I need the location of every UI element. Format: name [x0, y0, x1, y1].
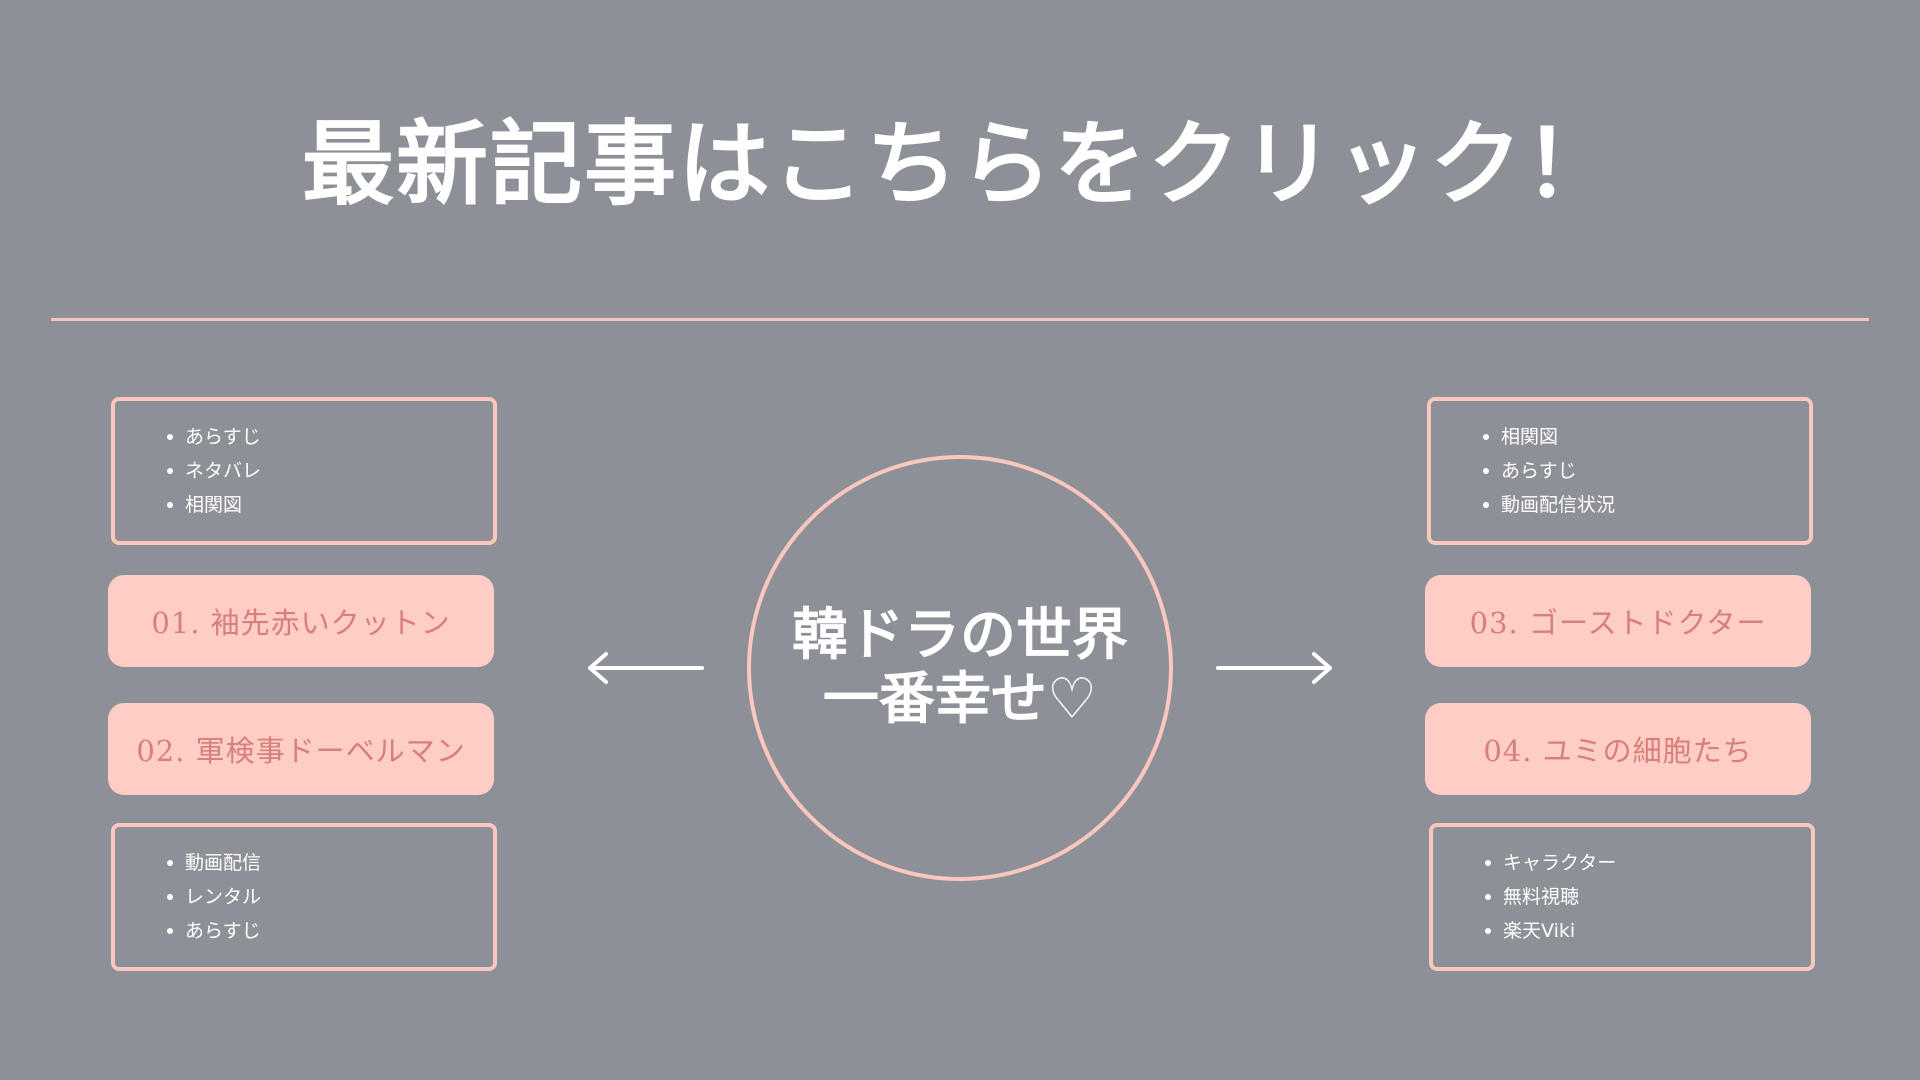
- article-04-button[interactable]: 04. ユミの細胞たち: [1425, 703, 1811, 795]
- arrow-left-icon: [588, 652, 704, 684]
- right-bottom-topics-list: キャラクター 無料視聴 楽天Viki: [1433, 827, 1811, 948]
- right-bottom-topics-box: キャラクター 無料視聴 楽天Viki: [1429, 823, 1815, 971]
- right-top-topics-list: 相関図 あらすじ 動画配信状況: [1431, 401, 1809, 522]
- right-top-topic-3: 動画配信状況: [1483, 488, 1809, 522]
- left-bottom-topic-1: 動画配信: [167, 846, 493, 880]
- right-bottom-topic-2: 無料視聴: [1485, 880, 1811, 914]
- article-01-button[interactable]: 01. 袖先赤いクットン: [108, 575, 494, 667]
- article-02-button[interactable]: 02. 軍検事ドーベルマン: [108, 703, 494, 795]
- center-title-line2: 一番幸せ♡: [822, 667, 1098, 732]
- right-bottom-topic-1: キャラクター: [1485, 846, 1811, 880]
- left-bottom-topics-box: 動画配信 レンタル あらすじ: [111, 823, 497, 971]
- left-top-topic-2: ネタバレ: [167, 454, 493, 488]
- left-bottom-topic-2: レンタル: [167, 880, 493, 914]
- left-top-topics-box: あらすじ ネタバレ 相関図: [111, 397, 497, 545]
- right-top-topic-2: あらすじ: [1483, 454, 1809, 488]
- right-top-topic-1: 相関図: [1483, 420, 1809, 454]
- divider-line: [51, 318, 1869, 321]
- right-bottom-topic-3: 楽天Viki: [1485, 914, 1811, 948]
- left-top-topics-list: あらすじ ネタバレ 相関図: [115, 401, 493, 522]
- headline: 最新記事はこちらをクリック！: [301, 111, 1618, 218]
- left-top-topic-3: 相関図: [167, 488, 493, 522]
- right-top-topics-box: 相関図 あらすじ 動画配信状況: [1427, 397, 1813, 545]
- left-top-topic-1: あらすじ: [167, 420, 493, 454]
- left-bottom-topic-3: あらすじ: [167, 914, 493, 948]
- center-title-line1: 韓ドラの世界: [792, 603, 1128, 668]
- article-03-button[interactable]: 03. ゴーストドクター: [1425, 575, 1811, 667]
- center-circle: 韓ドラの世界 一番幸せ♡: [747, 455, 1173, 881]
- left-bottom-topics-list: 動画配信 レンタル あらすじ: [115, 827, 493, 948]
- arrow-right-icon: [1216, 652, 1332, 684]
